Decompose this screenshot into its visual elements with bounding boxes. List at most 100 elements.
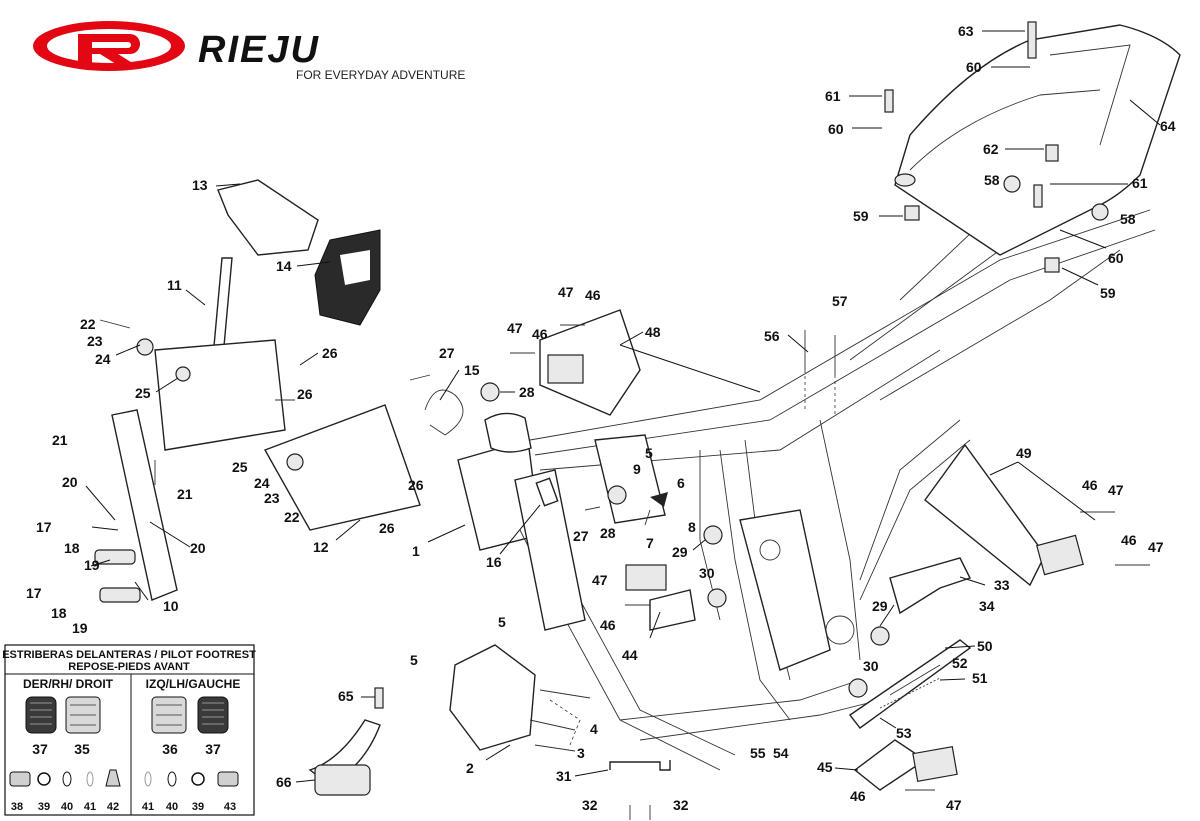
part-62-spacer xyxy=(1045,144,1059,162)
leader-lines xyxy=(85,30,1161,783)
callout-1: 1 xyxy=(412,543,420,559)
leader-1 xyxy=(427,524,466,543)
callout-61: 61 xyxy=(1132,175,1148,191)
legend-washer-40 xyxy=(62,771,72,787)
callout-55: 55 xyxy=(750,745,766,761)
part-24-washer-b xyxy=(286,453,304,471)
callout-49: 49 xyxy=(1016,445,1032,461)
leader-24a xyxy=(115,344,141,356)
part-bolts xyxy=(99,319,1150,820)
legend-num-41: 41 xyxy=(84,801,96,813)
leader-48-ext xyxy=(619,344,761,393)
leader-56 xyxy=(787,334,809,353)
callout-47: 47 xyxy=(592,572,608,588)
legend-washer-40-b xyxy=(167,771,177,787)
callout-28: 28 xyxy=(600,525,616,541)
legend-num-39: 39 xyxy=(38,801,50,813)
callout-22: 22 xyxy=(284,509,300,525)
callout-46: 46 xyxy=(1121,532,1137,548)
part-59-spacer xyxy=(904,205,920,221)
legend-num-36: 36 xyxy=(162,741,178,757)
part-49-peg xyxy=(1036,534,1084,576)
legend-num-37: 37 xyxy=(32,741,48,757)
callout-47: 47 xyxy=(1148,539,1164,555)
callout-18: 18 xyxy=(51,605,67,621)
callout-28: 28 xyxy=(519,384,535,400)
part-bracket-left xyxy=(154,339,286,451)
legend-pin-38 xyxy=(9,771,31,787)
rack-inner xyxy=(909,89,1101,171)
legend-num-40-b: 40 xyxy=(166,801,178,813)
leader-20a xyxy=(85,485,116,521)
callout-26: 26 xyxy=(322,345,338,361)
callout-16: 16 xyxy=(486,554,502,570)
callout-19: 19 xyxy=(84,557,100,573)
callout-10: 10 xyxy=(163,598,179,614)
callout-32: 32 xyxy=(582,797,598,813)
callout-50: 50 xyxy=(977,638,993,654)
part-50-stand xyxy=(848,639,972,729)
legend-num-40: 40 xyxy=(61,801,73,813)
callout-18: 18 xyxy=(64,540,80,556)
callout-21: 21 xyxy=(52,432,68,448)
callout-60: 60 xyxy=(966,59,982,75)
legend-spring-39-b xyxy=(191,772,205,786)
legend-num-41-b: 41 xyxy=(142,801,154,813)
callout-25: 25 xyxy=(135,385,151,401)
callout-60: 60 xyxy=(828,121,844,137)
callout-57: 57 xyxy=(832,293,848,309)
rear-strut xyxy=(859,419,961,581)
legend-rubber-ribs-b xyxy=(202,702,224,725)
callout-46: 46 xyxy=(585,287,601,303)
callout-65: 65 xyxy=(338,688,354,704)
callout-7: 7 xyxy=(646,535,654,551)
callout-31: 31 xyxy=(556,768,572,784)
leader-33 xyxy=(959,576,986,586)
callout-64: 64 xyxy=(1160,118,1176,134)
legend-num-38: 38 xyxy=(11,801,23,813)
leader-19a xyxy=(90,559,111,567)
leader-66 xyxy=(295,779,316,783)
callout-17: 17 xyxy=(26,585,42,601)
callout-52: 52 xyxy=(952,655,968,671)
legend-peg-teeth-b xyxy=(156,704,182,726)
part-24-washer xyxy=(136,338,154,356)
callout-21: 21 xyxy=(177,486,193,502)
part-51-spring xyxy=(879,677,941,709)
legend-clip-41 xyxy=(86,771,94,787)
pilot-footrest-legend: ESTRIBERAS DELANTERAS / PILOT FOOTREST R… xyxy=(2,644,256,816)
part-6-nut xyxy=(650,492,668,507)
part-15-clip xyxy=(424,389,464,436)
brand-wordmark: RIEJU xyxy=(198,29,320,71)
logo-r-mark xyxy=(78,34,140,64)
part-59-spacer-b xyxy=(1044,257,1060,273)
callout-58: 58 xyxy=(1120,211,1136,227)
swingarm-plate xyxy=(739,509,831,671)
legend-spring-39 xyxy=(37,772,51,786)
part-30-ring-b xyxy=(848,678,868,698)
callout-29: 29 xyxy=(872,598,888,614)
callout-46: 46 xyxy=(600,617,616,633)
callout-63: 63 xyxy=(958,23,974,39)
callout-54: 54 xyxy=(773,745,789,761)
callout-12: 12 xyxy=(313,539,329,555)
main-frame xyxy=(457,59,1156,771)
part-66-pedal xyxy=(314,764,371,796)
part-28-grommet xyxy=(480,382,500,402)
rear-spar xyxy=(719,449,791,721)
callout-26: 26 xyxy=(379,520,395,536)
callout-58: 58 xyxy=(984,172,1000,188)
leader-26a xyxy=(299,352,319,366)
leader-13 xyxy=(215,183,241,187)
callout-30: 30 xyxy=(699,565,715,581)
part-2-bracket xyxy=(449,644,536,751)
callout-9: 9 xyxy=(633,461,641,477)
callout-47: 47 xyxy=(1108,482,1124,498)
legend-right-header: DER/RH/ DROIT xyxy=(23,677,114,691)
callout-46: 46 xyxy=(1082,477,1098,493)
small-parts xyxy=(94,21,1150,820)
callout-66: 66 xyxy=(276,774,292,790)
part-14-cutout xyxy=(340,250,370,285)
part-25-bushing xyxy=(175,366,191,382)
